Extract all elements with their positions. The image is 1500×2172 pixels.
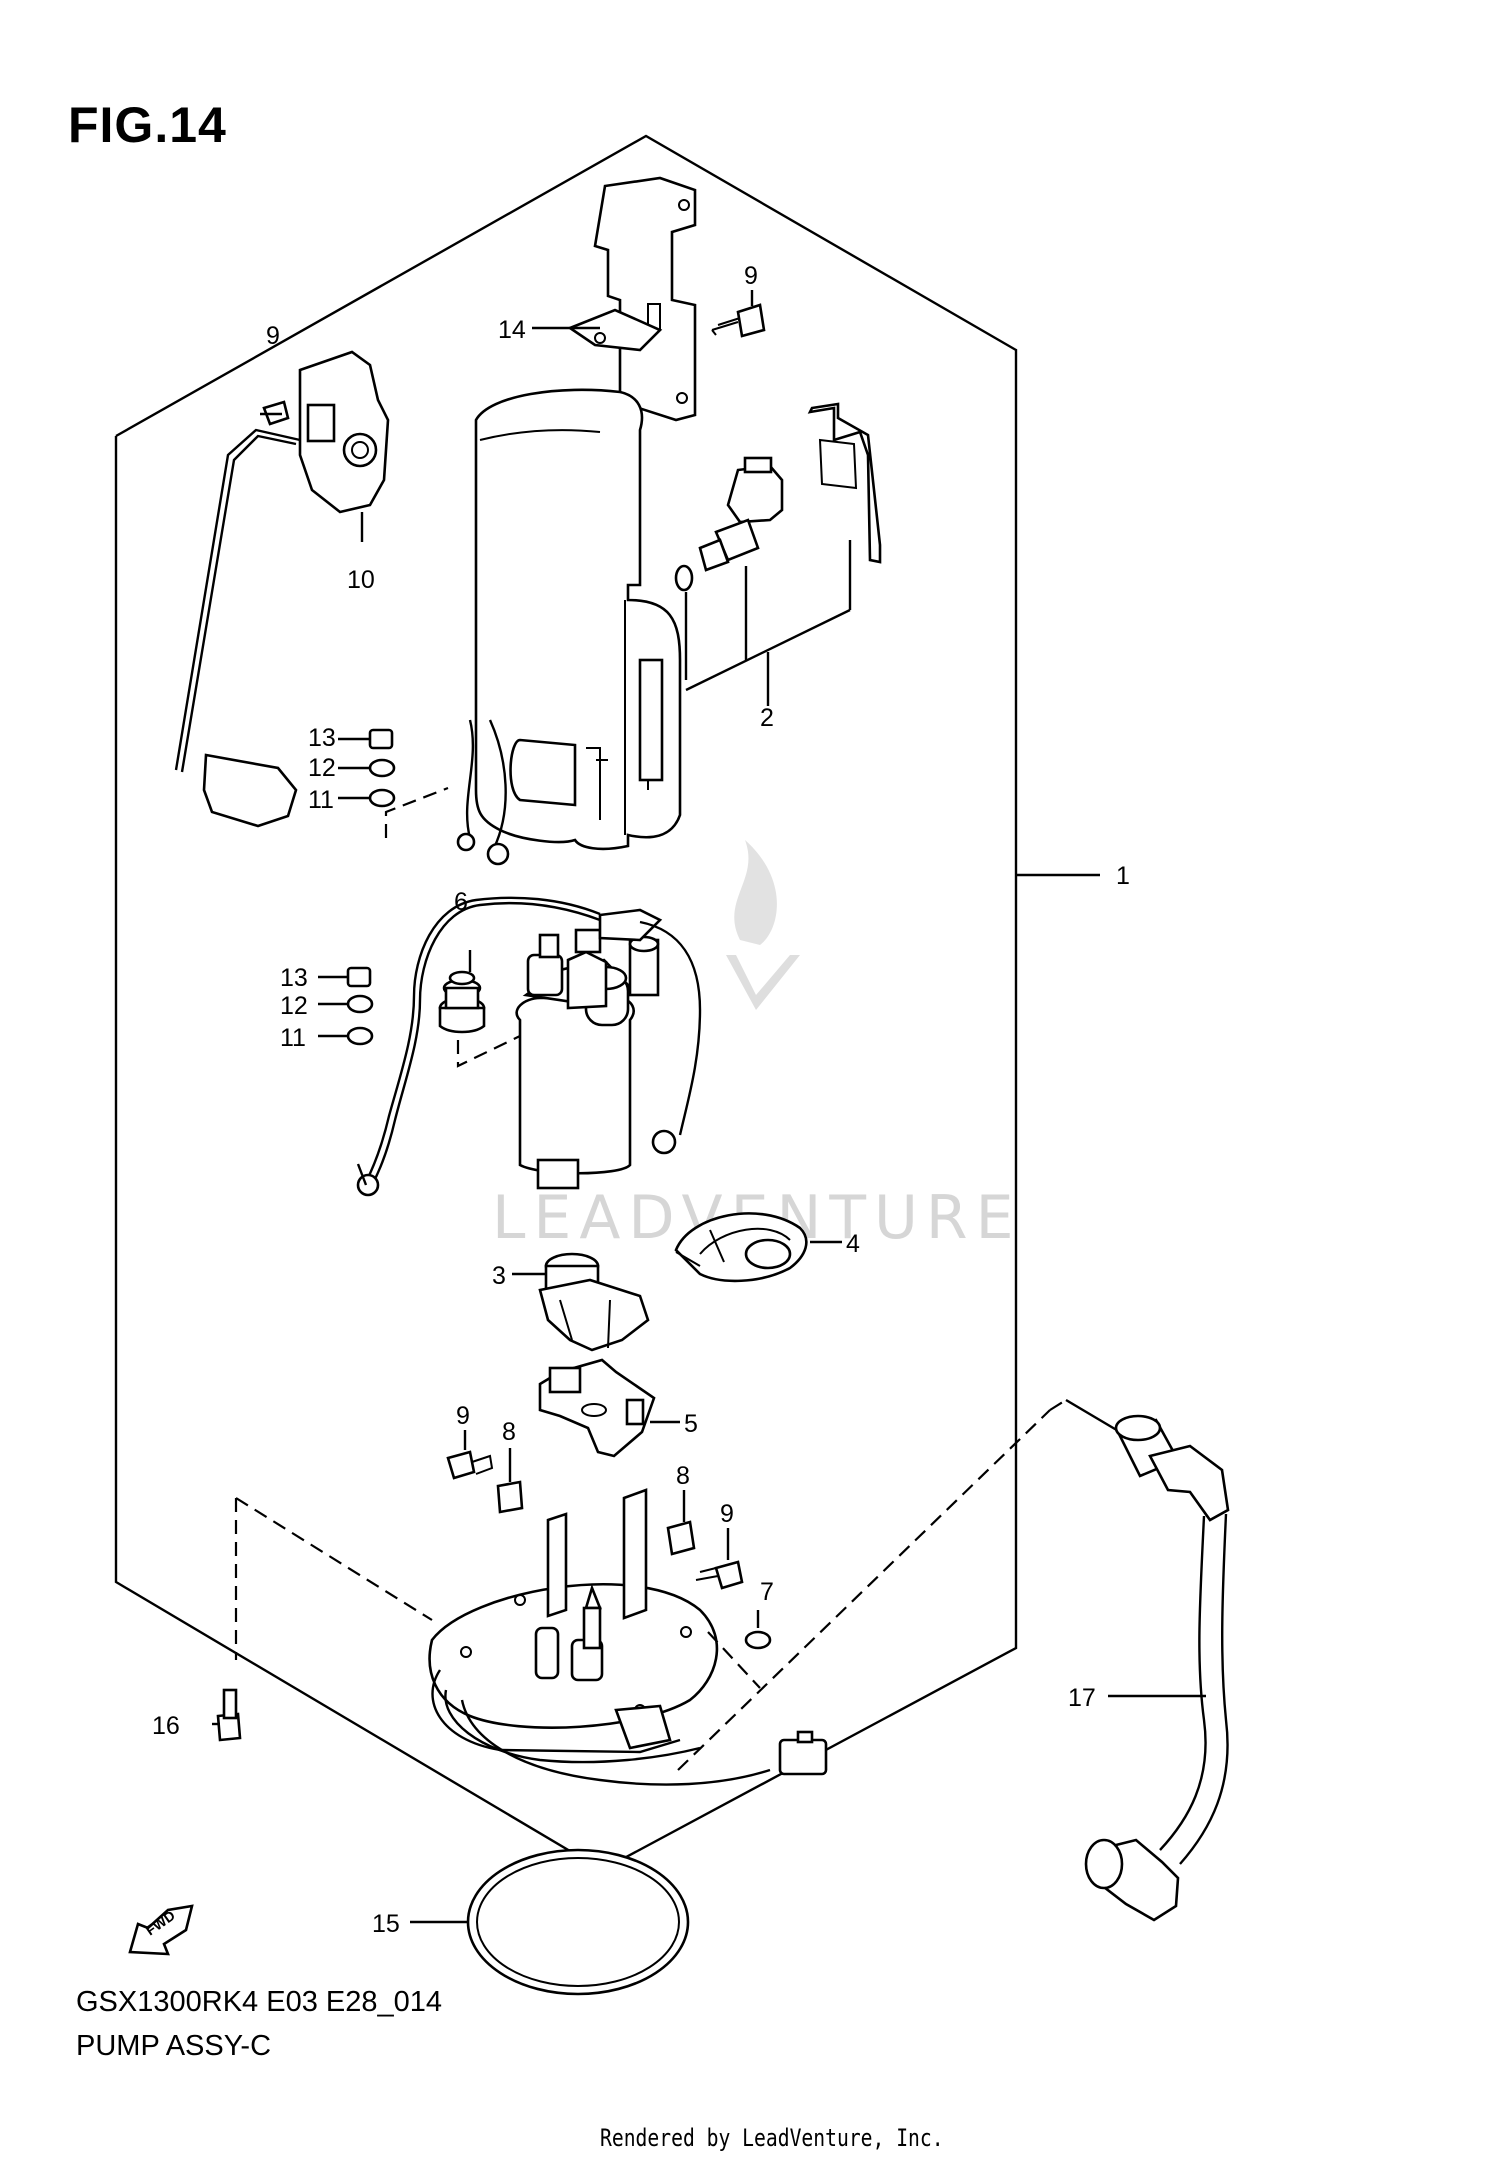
hose-clip bbox=[807, 402, 882, 564]
callout-16: 16 bbox=[152, 1712, 180, 1740]
fuel-hose bbox=[1084, 1414, 1230, 1922]
canister-wires bbox=[384, 719, 510, 866]
callout-3: 3 bbox=[492, 1262, 506, 1290]
callout-7: 7 bbox=[760, 1578, 774, 1606]
top-fastener-group bbox=[338, 728, 396, 808]
model-code: GSX1300RK4 E03 E28_014 bbox=[76, 1986, 442, 2018]
pump-intake bbox=[512, 1252, 650, 1352]
callout-9-lower-right: 9 bbox=[720, 1500, 734, 1528]
callout-13-middle: 13 bbox=[280, 964, 308, 992]
fuel-pump-motor bbox=[356, 896, 702, 1197]
filter-holder bbox=[674, 1212, 842, 1283]
callout-11-middle: 11 bbox=[280, 1024, 306, 1052]
callout-9-lower-left: 9 bbox=[456, 1402, 470, 1430]
callout-13-top: 13 bbox=[308, 724, 336, 752]
assembly-name: PUMP ASSY-C bbox=[76, 2030, 272, 2062]
callout-14: 14 bbox=[498, 316, 526, 344]
callout-17: 17 bbox=[1068, 1684, 1096, 1712]
rubber-cushion bbox=[438, 970, 521, 1068]
fwd-arrow-icon: FWD bbox=[128, 1904, 194, 1956]
callout-6: 6 bbox=[454, 888, 468, 916]
callout-12-top: 12 bbox=[308, 754, 336, 782]
callout-9-gauge: 9 bbox=[266, 322, 280, 350]
middle-fastener-group bbox=[318, 966, 374, 1046]
callout-1: 1 bbox=[1116, 862, 1130, 890]
pressure-regulator bbox=[674, 456, 852, 706]
callout-5: 5 bbox=[684, 1410, 698, 1438]
o-ring bbox=[410, 1848, 690, 1996]
callout-8-left: 8 bbox=[502, 1418, 516, 1446]
figure-title: FIG.14 bbox=[68, 97, 227, 153]
bolt-sixteen bbox=[212, 1688, 242, 1742]
screw-top bbox=[711, 290, 766, 338]
callout-8-right: 8 bbox=[676, 1462, 690, 1490]
washer-seven bbox=[744, 1610, 772, 1650]
callout-15: 15 bbox=[372, 1910, 400, 1938]
fuel-level-gauge bbox=[174, 350, 390, 828]
render-credit: Rendered by LeadVenture, Inc. bbox=[600, 2124, 944, 2152]
assembly-reference-lines bbox=[234, 1398, 1121, 1771]
lower-fasteners bbox=[446, 1430, 744, 1590]
pump-canister bbox=[474, 388, 682, 851]
callout-10: 10 bbox=[347, 566, 375, 594]
callout-labels: 1 2 3 4 5 6 7 8 8 9 9 9 9 10 11 11 12 12… bbox=[152, 262, 1130, 1938]
callout-11-top: 11 bbox=[308, 786, 334, 814]
base-plate bbox=[428, 1488, 828, 1786]
assembly-outline bbox=[114, 134, 1100, 1872]
mounting-bracket bbox=[532, 176, 697, 422]
callout-4: 4 bbox=[846, 1230, 860, 1258]
bracket-plate bbox=[538, 1358, 680, 1458]
callout-9-top: 9 bbox=[744, 262, 758, 290]
callout-2: 2 bbox=[760, 704, 774, 732]
callout-12-middle: 12 bbox=[280, 992, 308, 1020]
